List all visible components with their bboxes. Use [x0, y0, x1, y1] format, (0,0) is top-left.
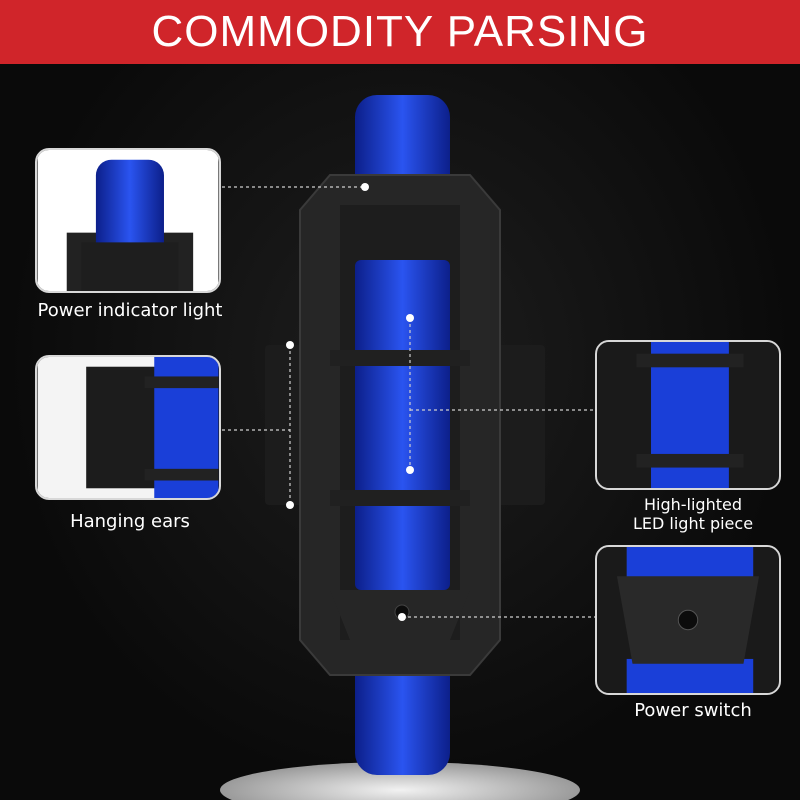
label-led-line1: High-lighted — [643, 495, 742, 514]
label-led-piece: High-lighted LED light piece — [585, 495, 800, 533]
callout-image-hanging-ears — [35, 355, 221, 500]
callout-image-led-piece — [595, 340, 781, 490]
label-power-switch: Power switch — [634, 700, 752, 721]
hanging-ear-right — [495, 345, 545, 505]
display-stand — [220, 762, 580, 800]
callout-dots — [286, 183, 414, 621]
label-led-line2: LED light piece — [632, 514, 754, 533]
label-hanging-ears: Hanging ears — [70, 511, 190, 532]
label-power-indicator: Power indicator light — [37, 300, 223, 321]
callout-lines — [222, 186, 595, 618]
callout-image-power-indicator — [35, 148, 221, 293]
led-light-piece — [355, 260, 450, 590]
callout-image-power-switch — [595, 545, 781, 695]
title-banner: COMMODITY PARSING — [0, 0, 800, 64]
banner-title: COMMODITY PARSING — [151, 7, 649, 56]
